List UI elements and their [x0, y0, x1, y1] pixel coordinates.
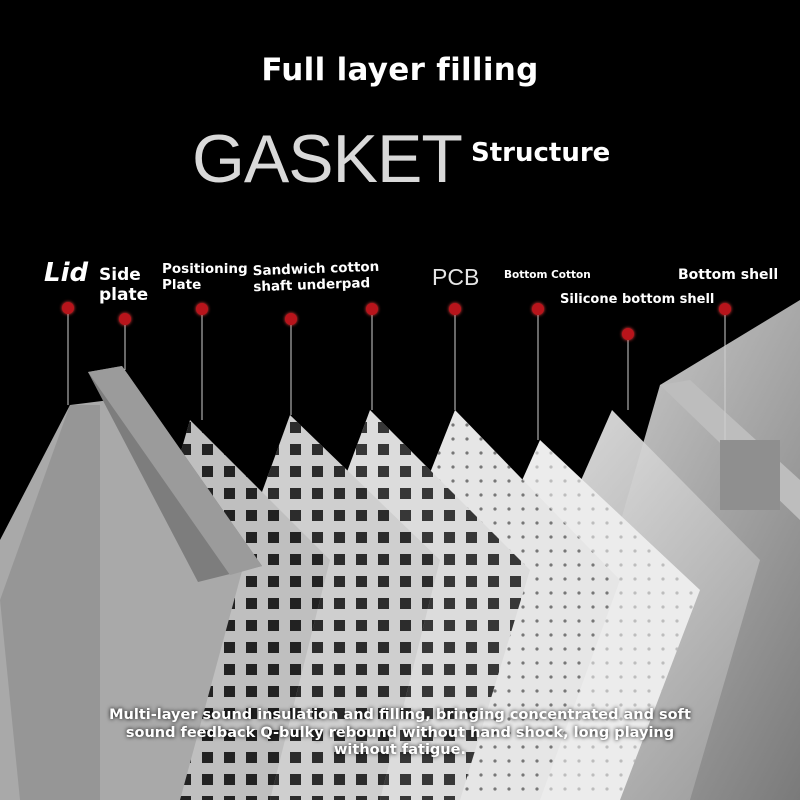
label-positioning-plate-line1: Positioning — [162, 261, 248, 277]
marker-bottom-shell — [719, 303, 731, 315]
gasket-wordmark: GASKET — [192, 121, 463, 197]
marker-side-plate — [119, 313, 131, 325]
headline: Full layer filling — [261, 52, 539, 88]
marker-sandwich-cotton — [285, 313, 297, 325]
label-bottom-shell: Bottom shell — [678, 267, 779, 283]
label-pcb: PCB — [432, 264, 480, 290]
label-silicone-bottom-shell: Silicone bottom shell — [560, 292, 715, 307]
marker-pcb — [449, 303, 461, 315]
marker-bottom-cotton — [532, 303, 544, 315]
marker-lid — [62, 302, 74, 314]
label-positioning-plate: Positioning Plate — [162, 261, 248, 293]
marker-positioning-plate — [196, 303, 208, 315]
structure-label: Structure — [471, 138, 611, 168]
label-bottom-cotton: Bottom Cotton — [504, 269, 591, 281]
label-positioning-plate-line2: Plate — [162, 276, 202, 293]
label-sandwich-cotton: Sandwich cotton shaft underpad — [252, 259, 380, 295]
caption: Multi-layer sound insulation and filling… — [109, 707, 691, 759]
leader-lines — [67, 314, 726, 440]
lid-layer — [0, 366, 262, 800]
label-side-plate-line2: plate — [99, 284, 149, 305]
label-side-plate: Side plate — [99, 265, 149, 305]
label-side-plate-line1: Side — [99, 265, 141, 285]
label-sandwich-cotton-line2: shaft underpad — [253, 274, 371, 295]
label-lid: Lid — [44, 258, 89, 288]
marker-silicone-bottom-shell — [622, 328, 634, 340]
marker-shaft-underpad — [366, 303, 378, 315]
